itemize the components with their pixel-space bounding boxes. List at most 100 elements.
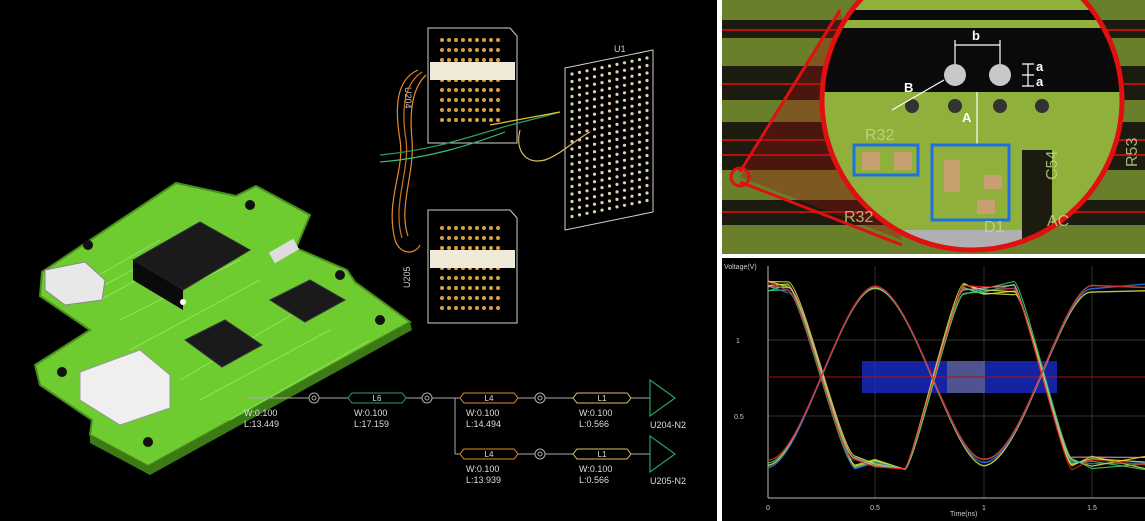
bga-pad (615, 122, 619, 126)
u204-label: U204 (403, 87, 413, 109)
bga-pad (645, 56, 649, 60)
seg-l-1: L:17.159 (354, 419, 389, 429)
y-tick-1: 1 (736, 338, 740, 345)
bga-pad (630, 127, 634, 131)
bga-pad (585, 114, 589, 118)
bga-pad (615, 167, 619, 171)
bga-pad (637, 73, 642, 77)
bga-pad (645, 131, 649, 135)
bga-pad (585, 174, 589, 178)
topology-diagram: L6 L4 L1 L4 L1 W:0.100 L:13.449 W:0.100 … (244, 378, 686, 486)
bga-pad (577, 183, 582, 187)
bga-pad (475, 236, 479, 240)
bga-pad (630, 187, 634, 191)
bga-pad (475, 226, 479, 230)
bga-pad (496, 296, 500, 300)
bga-pad (607, 146, 612, 151)
bga-pad (600, 133, 604, 137)
bga-pad (440, 246, 444, 250)
bga-pad (482, 98, 486, 102)
bga-pad (645, 168, 649, 173)
bga-pad (585, 99, 589, 103)
routing-traces (379, 69, 591, 253)
bga-pad (577, 205, 582, 209)
bga-pad (570, 154, 574, 159)
bga-pad (475, 98, 479, 102)
bga-pad (570, 199, 574, 204)
bga-pad (475, 286, 479, 290)
bga-pad (622, 188, 627, 192)
bga-pad (645, 108, 649, 113)
bga-pad (475, 296, 479, 300)
bga-pad (570, 177, 574, 181)
bga-pad (630, 74, 634, 78)
bga-pad (592, 187, 597, 191)
receiver-u205: U205-N2 (650, 476, 686, 486)
bga-pad (592, 142, 597, 146)
bga-pad (496, 48, 500, 52)
bga-pad (622, 166, 627, 170)
bga-pad (496, 118, 500, 122)
bga-pad (461, 118, 465, 122)
bga-pad (630, 194, 634, 198)
bga-pad (585, 76, 589, 80)
bga-pad (637, 163, 642, 167)
bga-pad (637, 140, 642, 144)
bga-pad (577, 85, 582, 89)
seg-w-2: W:0.100 (466, 408, 499, 418)
bga-pad (637, 110, 642, 114)
bga-pad (622, 143, 627, 147)
bga-pad (447, 58, 451, 62)
eye-trace (767, 280, 1145, 470)
bga-pad (570, 72, 574, 76)
bga-pad (577, 70, 582, 74)
bga-pad (447, 276, 451, 280)
bga-pad (630, 104, 634, 108)
bga-pad (607, 101, 612, 106)
bga-pad (630, 179, 634, 183)
bga-pad (489, 236, 493, 240)
label-r32-bot: R32 (844, 209, 873, 226)
bga-pad (447, 306, 451, 310)
bga-pad (461, 58, 465, 62)
y-axis-title: Voltage(V) (724, 264, 757, 271)
bga-pad (592, 127, 597, 131)
bga-pad (489, 226, 493, 230)
bga-pad (461, 48, 465, 52)
bga-pad (622, 158, 627, 162)
package-u205: U205 (402, 209, 518, 324)
bga-pad (454, 118, 458, 122)
bga-pad (630, 97, 634, 101)
bga-pad (615, 145, 619, 149)
bga-pad (585, 204, 589, 208)
dim-a1: a (1036, 59, 1044, 74)
pcb-3d-view-panel: U204 U205 U1 (0, 0, 717, 521)
bga-pad (622, 196, 627, 200)
bga-pad (637, 88, 642, 92)
bga-pad (622, 181, 627, 185)
bga-pad (570, 94, 574, 99)
bga-pad (600, 201, 604, 205)
bga-pad (570, 79, 574, 84)
bga-pad (440, 108, 444, 112)
bga-pad (496, 58, 500, 62)
bga-pad (607, 169, 612, 173)
bga-pad (482, 108, 486, 112)
bga-pad (645, 116, 649, 120)
bga-pad (585, 211, 589, 215)
bga-pad (600, 171, 604, 175)
bga-pad (645, 123, 649, 128)
bga-pad (645, 71, 649, 75)
bga-pad (468, 38, 472, 42)
bga-pad (454, 286, 458, 290)
bga-pad (592, 120, 597, 124)
bga-pad (600, 96, 604, 100)
bga-pad (637, 200, 642, 204)
bga-pad (592, 202, 597, 206)
bga-pad (622, 203, 627, 207)
bga-pad (637, 80, 642, 84)
dim-A: A (962, 110, 972, 125)
bga-pad (489, 306, 493, 310)
bga-pad (615, 85, 619, 89)
bga-pad (577, 145, 582, 149)
